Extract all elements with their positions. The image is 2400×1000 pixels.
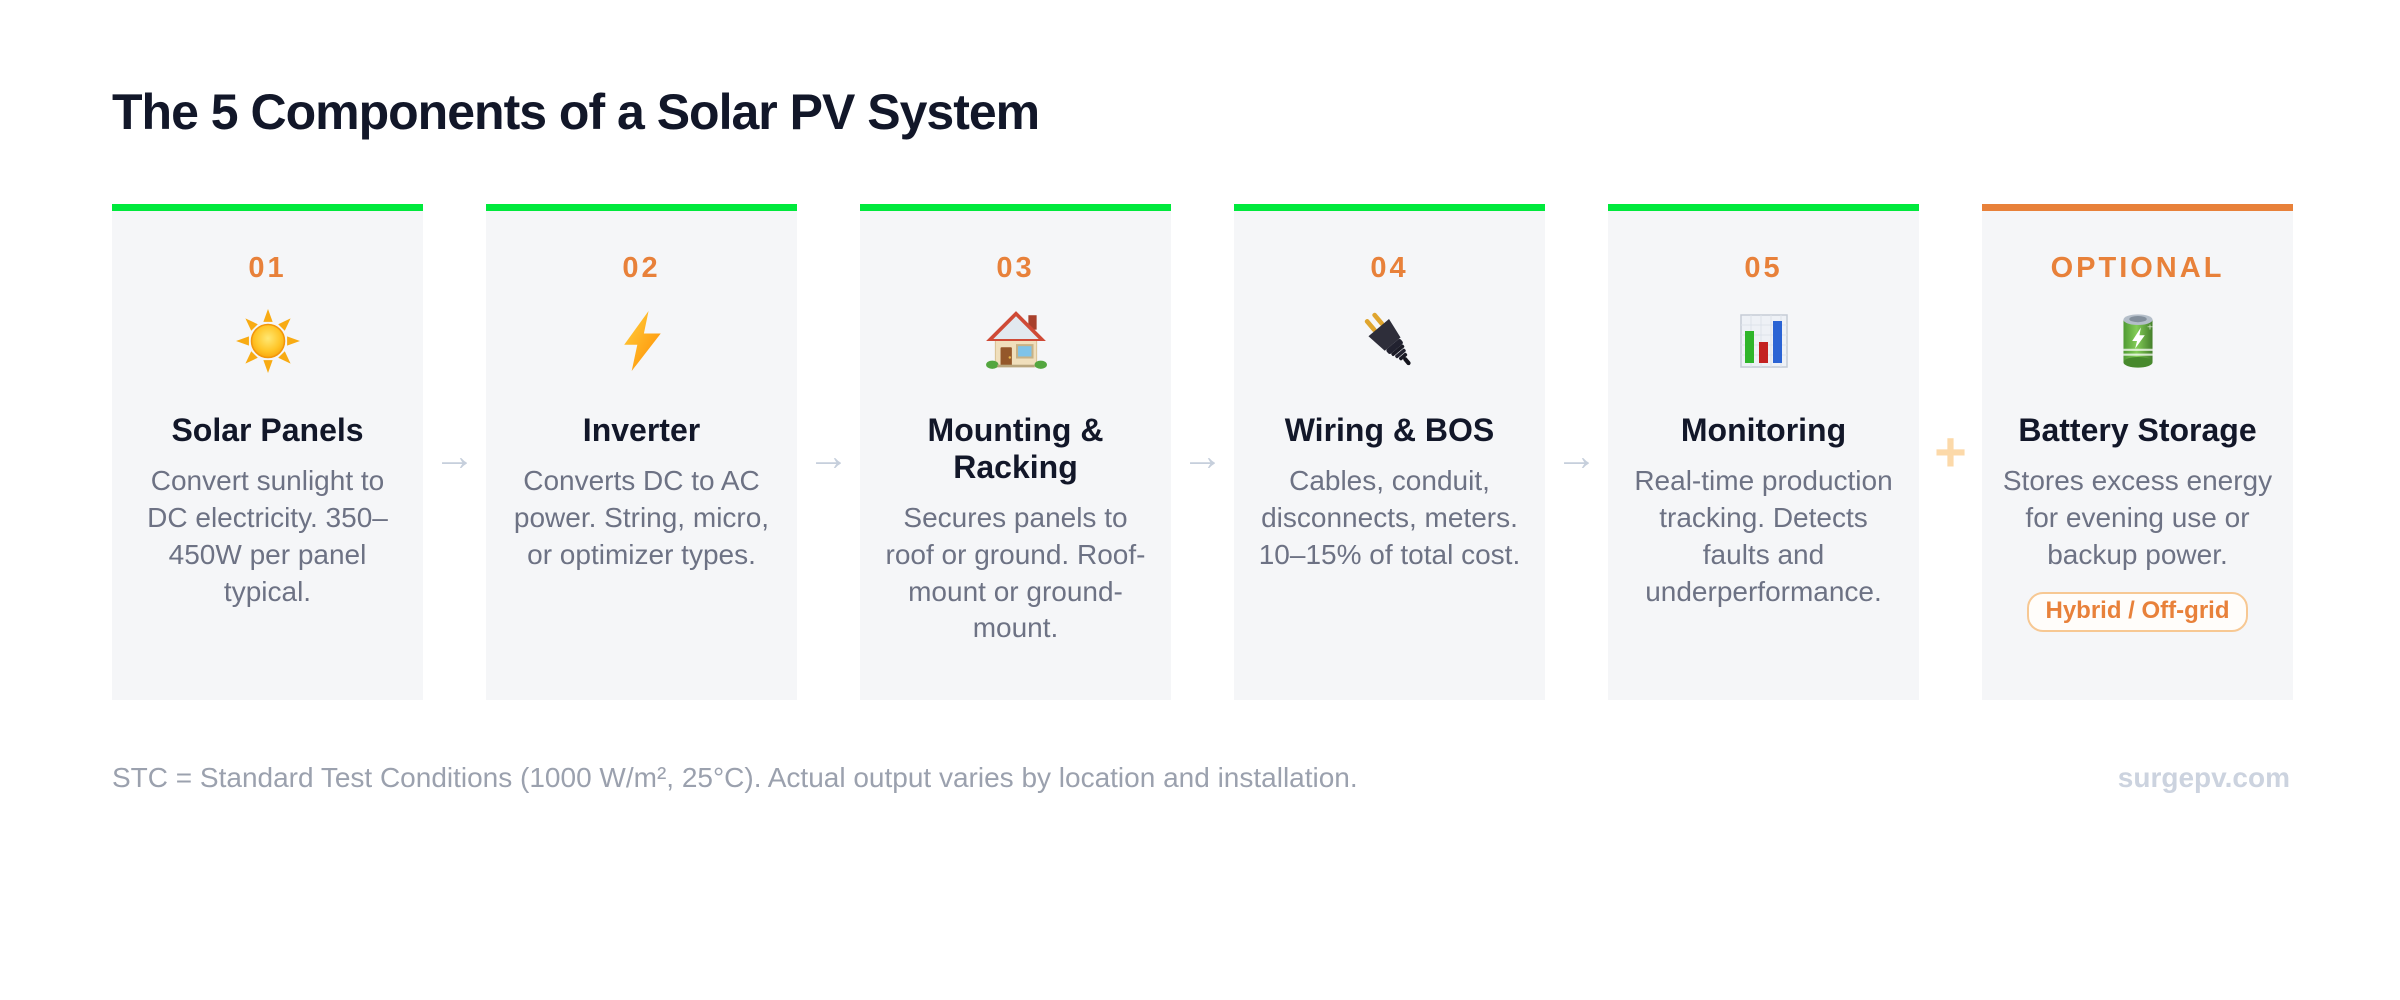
flow-arrow: →	[797, 204, 860, 700]
card-optional-label: OPTIONAL	[2050, 252, 2225, 284]
component-card-mounting-racking: 03 Mounting & Racking Secures panels to …	[860, 204, 1171, 700]
component-card-solar-panels: 01	[112, 204, 423, 700]
flow-arrow: →	[1171, 204, 1234, 700]
component-card-monitoring: 05 Monitoring Real-time production tra	[1608, 204, 1919, 700]
plus-icon: +	[1934, 420, 1967, 483]
sun-icon	[112, 306, 423, 376]
card-accent-bar	[1982, 204, 2293, 211]
card-step-number: 05	[1744, 252, 1783, 284]
card-step-number: 03	[996, 252, 1035, 284]
card-title: Wiring & BOS	[1284, 412, 1495, 448]
card-title: Inverter	[582, 412, 701, 448]
card-description: Real-time production tracking. Detects f…	[1634, 464, 1893, 607]
card-description: Converts DC to AC power. String, micro, …	[513, 464, 770, 570]
arrow-right-icon: →	[807, 432, 850, 479]
card-description: Convert sunlight to DC electricity. 350–…	[147, 464, 388, 607]
card-title: Battery Storage	[2018, 412, 2257, 448]
card-accent-bar	[860, 204, 1171, 211]
card-title: Mounting & Racking	[927, 412, 1104, 485]
card-step-number: 01	[248, 252, 287, 284]
flow-plus: +	[1919, 204, 1982, 700]
arrow-right-icon: →	[1555, 432, 1598, 479]
component-card-battery-storage: OPTIONAL + B	[1982, 204, 2293, 700]
lightning-icon	[486, 306, 797, 376]
card-step-number: 04	[1370, 252, 1409, 284]
footer: STC = Standard Test Conditions (1000 W/m…	[112, 762, 2290, 794]
card-accent-bar	[1234, 204, 1545, 211]
hybrid-offgrid-badge: Hybrid / Off-grid	[2026, 591, 2249, 632]
svg-text:+: +	[2146, 322, 2153, 331]
component-card-wiring-bos: 04 Wiring & BOS Cables, condui	[1234, 204, 1545, 700]
flow-arrow: →	[1545, 204, 1608, 700]
card-description: Secures panels to roof or ground. Roof-m…	[885, 501, 1146, 644]
components-row: 01	[112, 204, 2293, 700]
card-description: Cables, conduit, disconnects, meters. 10…	[1258, 464, 1521, 570]
arrow-right-icon: →	[433, 432, 476, 479]
card-accent-bar	[112, 204, 423, 211]
page-title: The 5 Components of a Solar PV System	[112, 84, 1040, 140]
card-title: Solar Panels	[171, 412, 364, 448]
component-card-inverter: 02 Inverter Converts DC to AC power. Str…	[486, 204, 797, 700]
card-title: Monitoring	[1680, 412, 1847, 448]
card-step-number: 02	[622, 252, 661, 284]
battery-icon: +	[1982, 306, 2293, 376]
card-accent-bar	[1608, 204, 1919, 211]
card-accent-bar	[486, 204, 797, 211]
arrow-right-icon: →	[1181, 432, 1224, 479]
flow-arrow: →	[423, 204, 486, 700]
footer-note: STC = Standard Test Conditions (1000 W/m…	[112, 762, 1358, 793]
card-description: Stores excess energy for evening use or …	[2002, 464, 2273, 570]
footer-site-watermark: surgepv.com	[2117, 762, 2290, 793]
bar-chart-icon	[1608, 306, 1919, 376]
plug-icon	[1234, 306, 1545, 376]
house-icon	[860, 306, 1171, 376]
